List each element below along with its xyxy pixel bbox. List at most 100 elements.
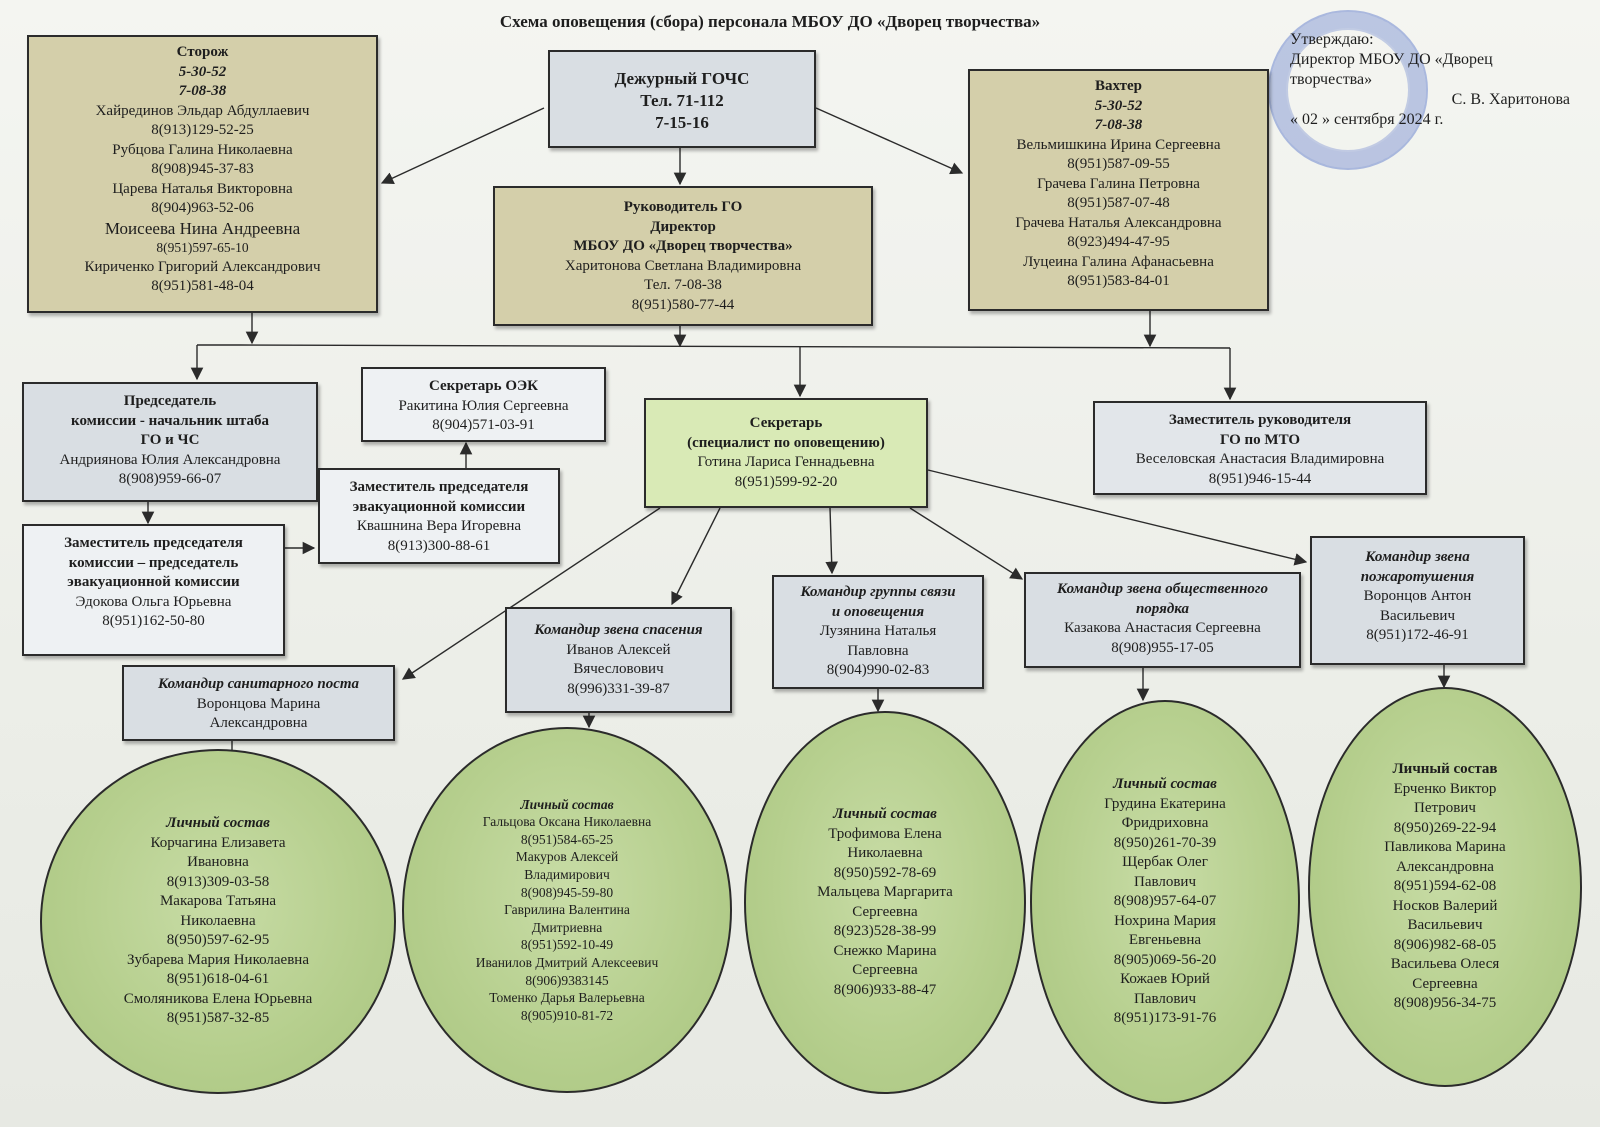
deputy-chair-line1: Заместитель председателя bbox=[64, 535, 243, 551]
commander-fire-title2: пожаротушения bbox=[1360, 568, 1475, 585]
approval-line1: Утверждаю: bbox=[1290, 31, 1374, 48]
watchman-box: Сторож 5-30-52 7-08-38 Хайрединов Эльдар… bbox=[27, 35, 378, 313]
staff-line: Николаевна bbox=[180, 912, 256, 929]
staff-line: 8(905)910-81-72 bbox=[520, 1007, 614, 1023]
director-phone2: 8(951)580-77-44 bbox=[631, 296, 735, 313]
commander-fire-name2: Васильевич bbox=[1380, 607, 1455, 624]
watchman-person-name: Хайрединов Эльдар Абдуллаевич bbox=[95, 102, 310, 119]
director-line1: Руководитель ГО bbox=[623, 199, 743, 215]
guard-phone1: 5-30-52 bbox=[1094, 97, 1143, 114]
commander-order-box: Командир звена общественного порядка Каз… bbox=[1024, 572, 1301, 668]
staff-line: Нохрина Мария bbox=[1114, 912, 1216, 929]
staff-line: Фридриховна bbox=[1121, 815, 1209, 832]
staff-line: 8(906)933-88-47 bbox=[833, 981, 937, 998]
staff-label: Личный состав bbox=[1392, 761, 1498, 778]
staff-oval-fire: Личный состав Ерченко Виктор Петрович 8(… bbox=[1308, 687, 1582, 1087]
staff-line: Ерченко Виктор bbox=[1393, 780, 1497, 797]
staff-line: 8(951)594-62-08 bbox=[1393, 878, 1497, 895]
commander-comm-phone: 8(904)990-02-83 bbox=[826, 662, 930, 678]
guard-person-phone: 8(951)587-09-55 bbox=[1067, 156, 1170, 172]
staff-label: Личный состав bbox=[520, 796, 614, 812]
staff-line: Гаврилина Валентина bbox=[504, 902, 630, 918]
chairman-phone: 8(908)959-66-07 bbox=[118, 471, 222, 487]
duty-officer-box: Дежурный ГОЧС Тел. 71-112 7-15-16 bbox=[548, 50, 816, 148]
staff-line: 8(908)945-59-80 bbox=[520, 884, 614, 900]
staff-line: Александровна bbox=[1396, 858, 1494, 875]
staff-line: 8(951)618-04-61 bbox=[166, 971, 270, 988]
staff-line: Грудина Екатерина bbox=[1104, 795, 1226, 812]
watchman-person-name: Моисеева Нина Андреевна bbox=[104, 218, 301, 238]
commander-order-title2: порядка bbox=[1135, 600, 1190, 617]
duty-title: Дежурный ГОЧС bbox=[614, 69, 750, 88]
deputy-evac-box: Заместитель председателя эвакуационной к… bbox=[318, 468, 560, 564]
commander-comm-name1: Лузянина Наталья bbox=[819, 623, 937, 639]
watchman-person-name: Кириченко Григорий Александрович bbox=[84, 258, 321, 275]
watchman-person-phone: 8(951)597-65-10 bbox=[156, 240, 249, 255]
staff-line: Васильевич bbox=[1407, 917, 1483, 934]
approval-block: Утверждаю: Директор МБОУ ДО «Дворец твор… bbox=[1290, 30, 1570, 130]
staff-line: Иванилов Дмитрий Алексеевич bbox=[475, 954, 659, 970]
chairman-box: Председатель комиссии - начальник штаба … bbox=[22, 382, 318, 502]
staff-line: 8(906)982-68-05 bbox=[1393, 936, 1497, 953]
commander-fire-phone: 8(951)172-46-91 bbox=[1366, 627, 1469, 643]
secretary-box: Секретарь (специалист по оповещению) Гот… bbox=[644, 398, 928, 508]
commander-order-title1: Командир звена общественного bbox=[1057, 581, 1268, 597]
director-line3: МБОУ ДО «Дворец творчества» bbox=[573, 238, 793, 254]
commander-comm-box: Командир группы связи и оповещения Лузян… bbox=[772, 575, 984, 689]
staff-line: 8(913)309-03-58 bbox=[166, 873, 270, 890]
staff-line: 8(951)584-65-25 bbox=[520, 831, 614, 847]
commander-rescue-phone: 8(996)331-39-87 bbox=[567, 680, 670, 697]
approval-date: « 02 » сентября 2024 г. bbox=[1290, 111, 1444, 128]
staff-line: Сергеевна bbox=[852, 903, 918, 920]
deputy-mto-phone: 8(951)946-15-44 bbox=[1208, 470, 1312, 487]
secretary-oek-phone: 8(904)571-03-91 bbox=[432, 417, 535, 433]
staff-line: Сергеевна bbox=[1412, 975, 1478, 992]
watchman-person-phone: 8(913)129-52-25 bbox=[151, 122, 254, 138]
guard-person-name: Вельмишкина Ирина Сергеевна bbox=[1016, 136, 1221, 153]
director-name: Харитонова Светлана Владимировна bbox=[564, 257, 802, 274]
deputy-mto-box: Заместитель руководителя ГО по МТО Весел… bbox=[1093, 401, 1427, 495]
staff-line: Смоляникова Елена Юрьевна bbox=[123, 990, 313, 1007]
deputy-chair-line2: комиссии – председатель bbox=[68, 554, 239, 571]
guard-person-phone: 8(951)587-07-48 bbox=[1067, 195, 1170, 211]
staff-line: Павлович bbox=[1133, 873, 1196, 890]
secretary-oek-box: Секретарь ОЭК Ракитина Юлия Сергеевна 8(… bbox=[361, 367, 606, 442]
deputy-chair-box: Заместитель председателя комиссии – пред… bbox=[22, 524, 285, 656]
staff-line: 8(906)9383145 bbox=[525, 972, 609, 988]
approval-signer: С. В. Харитонова bbox=[1451, 91, 1570, 108]
commander-rescue-name2: Вячесловович bbox=[573, 661, 664, 677]
staff-line: 8(951)592-10-49 bbox=[520, 937, 614, 953]
duty-phone1: Тел. 71-112 bbox=[640, 91, 724, 110]
staff-oval-order: Личный состав Грудина Екатерина Фридрихо… bbox=[1030, 700, 1300, 1104]
guard-person-name: Грачева Галина Петровна bbox=[1037, 175, 1200, 192]
deputy-chair-phone: 8(951)162-50-80 bbox=[102, 613, 205, 629]
staff-line: Павлович bbox=[1133, 990, 1196, 1007]
commander-sanitary-name2: Александровна bbox=[209, 715, 308, 731]
secretary-line2: (специалист по оповещению) bbox=[687, 434, 885, 451]
chairman-line3: ГО и ЧС bbox=[140, 432, 200, 448]
chairman-name: Андриянова Юлия Александровна bbox=[59, 451, 281, 468]
staff-line: 8(950)261-70-39 bbox=[1113, 834, 1217, 851]
commander-order-name: Казакова Анастасия Сергеевна bbox=[1064, 620, 1261, 636]
staff-line: Кожаев Юрий bbox=[1120, 971, 1210, 988]
chairman-line1: Председатель bbox=[123, 393, 217, 409]
watchman-person-phone: 8(904)963-52-06 bbox=[151, 200, 254, 216]
staff-oval-comm: Личный состав Трофимова Елена Николаевна… bbox=[744, 711, 1026, 1094]
duty-phone2: 7-15-16 bbox=[655, 113, 709, 132]
staff-line: Щербак Олег bbox=[1122, 854, 1208, 871]
staff-line: Владимирович bbox=[524, 867, 610, 883]
staff-line: Носков Валерий bbox=[1392, 897, 1498, 914]
secretary-phone: 8(951)599-92-20 bbox=[734, 473, 838, 490]
director-line2: Директор bbox=[650, 218, 716, 235]
staff-line: Евгеньевна bbox=[1128, 932, 1202, 949]
deputy-mto-name: Веселовская Анастасия Владимировна bbox=[1135, 451, 1385, 467]
staff-oval-rescue: Личный состав Гальцова Оксана Николаевна… bbox=[402, 727, 732, 1093]
commander-rescue-name1: Иванов Алексей bbox=[566, 641, 671, 658]
guard-person-name: Грачева Наталья Александровна bbox=[1015, 214, 1222, 231]
watchman-person-name: Царева Наталья Викторовна bbox=[112, 180, 293, 197]
staff-line: 8(905)069-56-20 bbox=[1113, 951, 1217, 968]
staff-line: Зубарева Мария Николаевна bbox=[127, 951, 309, 968]
secretary-name: Готина Лариса Геннадьевна bbox=[697, 454, 875, 470]
deputy-mto-line2: ГО по МТО bbox=[1219, 431, 1301, 448]
guard-phone2: 7-08-38 bbox=[1094, 117, 1143, 133]
